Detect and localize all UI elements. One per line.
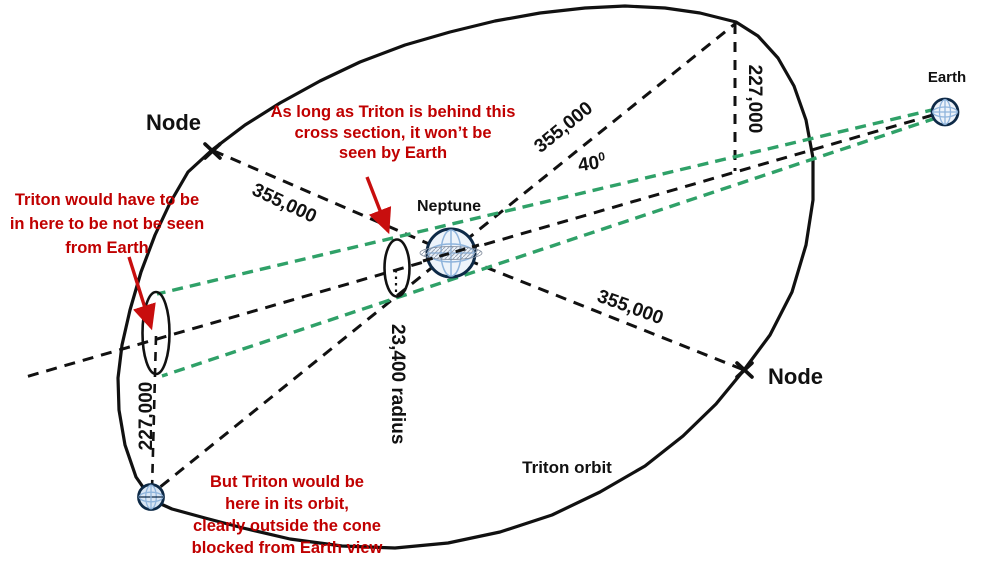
annotation-behind-cross-section: As long as Triton is behind this cross s… bbox=[258, 102, 528, 164]
cross-section-shadow-zone bbox=[141, 290, 171, 376]
node-label-right: Node bbox=[768, 364, 823, 389]
annotation-line: seen by Earth bbox=[338, 144, 448, 162]
offset-line-left bbox=[150, 335, 158, 491]
radius-line-right-node bbox=[449, 251, 745, 372]
annotation-triton-hidden-zone: Triton would have to be in here to be no… bbox=[0, 188, 214, 260]
node-x-mark-left bbox=[203, 142, 222, 160]
radius-line-left-node bbox=[213, 149, 451, 255]
angle-value: 40 bbox=[576, 152, 601, 177]
distance-227k-right-label: 227,000 bbox=[743, 64, 765, 134]
annotation-line: Triton would have to be bbox=[14, 191, 200, 209]
neptune-globe bbox=[419, 227, 483, 279]
annotation-line: As long as Triton is behind this bbox=[270, 103, 516, 121]
triton-orbit-label: Triton orbit bbox=[522, 458, 612, 477]
earth-neptune-axis bbox=[21, 113, 934, 380]
radius-line-triton bbox=[153, 251, 451, 494]
annotation-line: blocked from Earth view bbox=[191, 539, 383, 557]
sight-line-upper bbox=[156, 107, 937, 296]
distance-227k-left-label: 227,000 bbox=[136, 381, 158, 451]
annotation-line: from Earth bbox=[65, 239, 149, 257]
annotation-line: But Triton would be bbox=[210, 473, 364, 491]
neptune-label: Neptune bbox=[417, 198, 481, 215]
triton-globe bbox=[137, 483, 165, 511]
annotation-triton-actual-position: But Triton would be here in its orbit, c… bbox=[172, 471, 402, 559]
earth-globe bbox=[930, 97, 960, 127]
node-label-left: Node bbox=[146, 110, 201, 135]
node-x-mark-right bbox=[735, 361, 754, 379]
triton-orbit-path bbox=[116, 4, 815, 550]
earth-label: Earth bbox=[927, 69, 967, 86]
annotation-line: cross section, it won’t be bbox=[294, 123, 492, 142]
annotation-line: here in its orbit, bbox=[225, 495, 349, 513]
neptune-ring-band bbox=[419, 246, 483, 260]
neptune-radius-label: 23,400 radius bbox=[386, 323, 408, 445]
sight-line-lower bbox=[161, 116, 937, 378]
annotation-line: in here to be not be seen bbox=[9, 215, 205, 233]
arrow-to-cross-section bbox=[365, 176, 392, 235]
angle-label: 400 bbox=[576, 149, 608, 177]
cross-section-near-neptune bbox=[383, 238, 411, 298]
annotation-line: clearly outside the cone bbox=[193, 517, 381, 535]
arrow-to-shadow-zone bbox=[127, 256, 156, 331]
